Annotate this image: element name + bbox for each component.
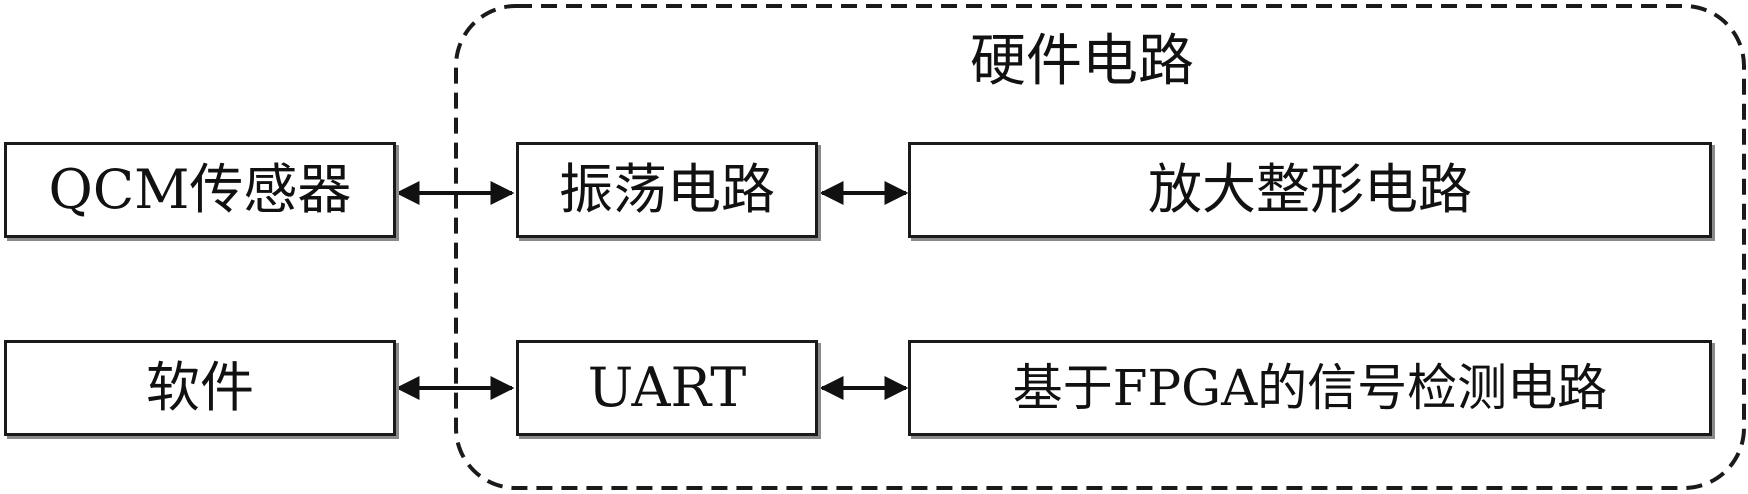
- node-amplifier-shaping-circuit: 放大整形电路: [908, 142, 1712, 238]
- hardware-group-boundary: [454, 4, 1746, 490]
- node-fpga-signal-detection-circuit: 基于FPGA的信号检测电路: [908, 340, 1712, 436]
- node-oscillator-circuit: 振荡电路: [516, 142, 818, 238]
- node-uart: UART: [516, 340, 818, 436]
- hardware-group-title: 硬件电路: [970, 29, 1194, 94]
- node-software: 软件: [4, 340, 396, 436]
- node-qcm-sensor: QCM传感器: [4, 142, 396, 238]
